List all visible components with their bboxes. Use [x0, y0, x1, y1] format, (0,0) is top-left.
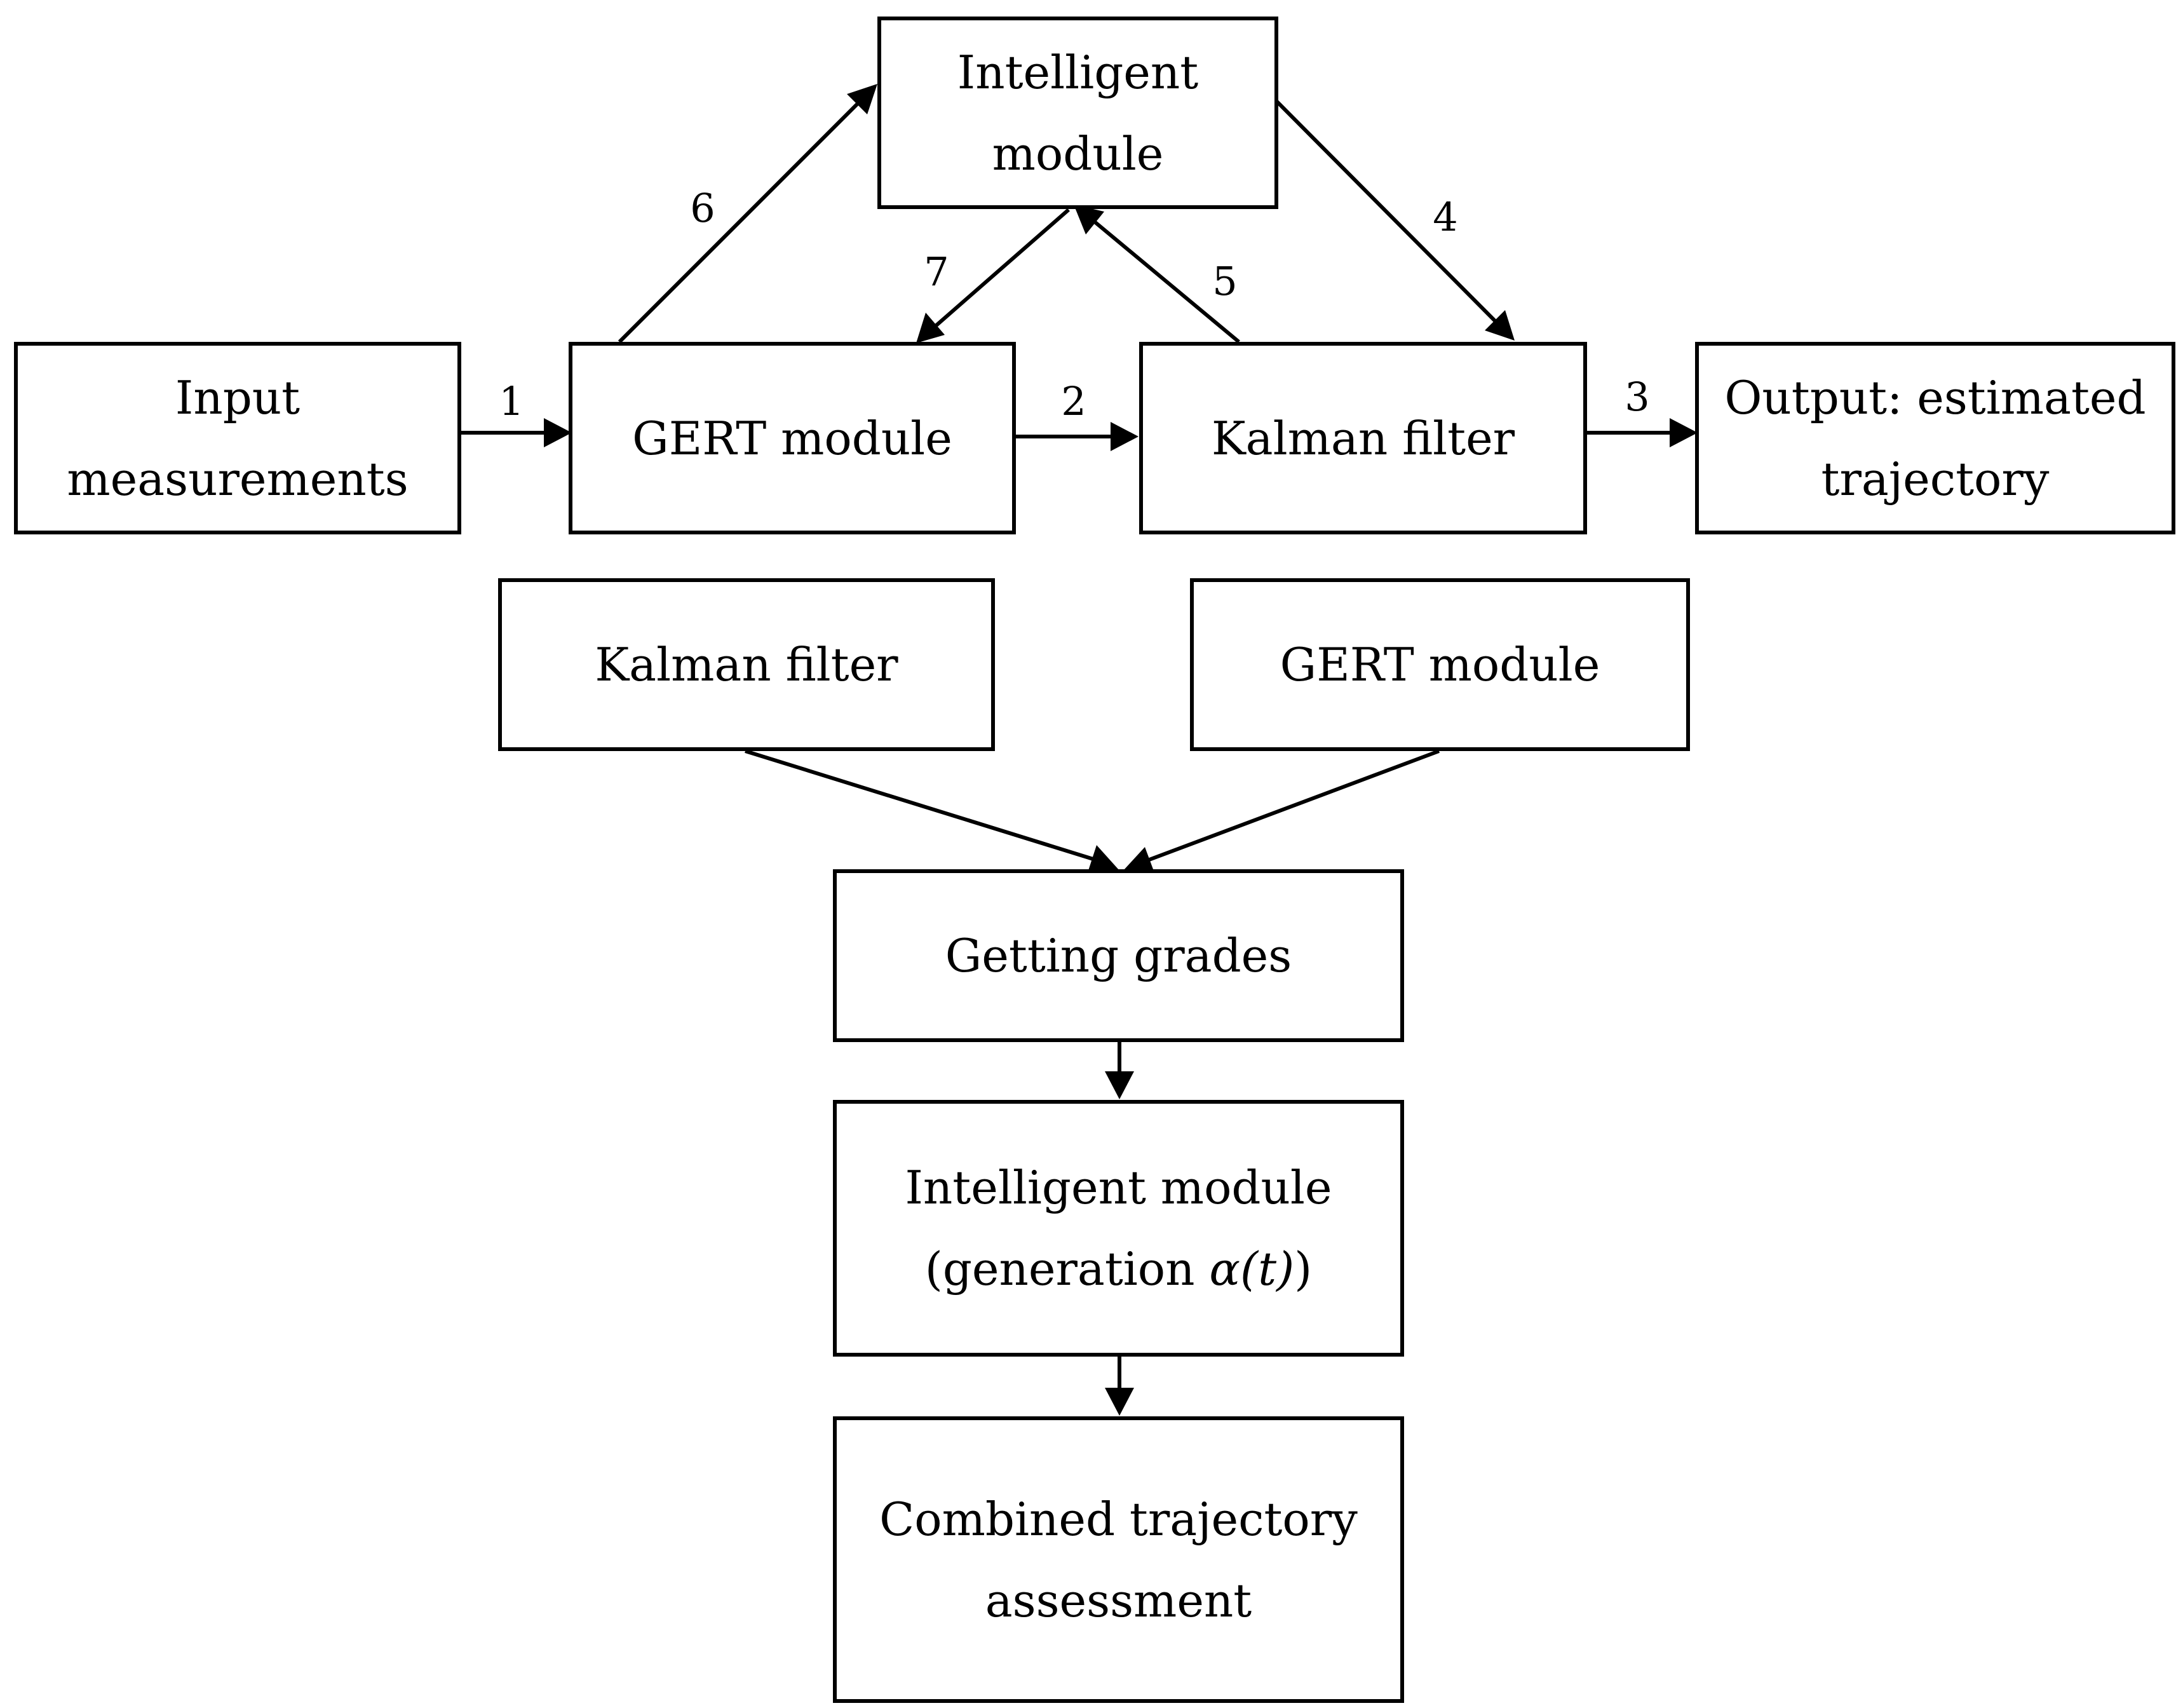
combined-assessment-label: Combined trajectory assessment	[879, 1492, 1358, 1627]
arrowhead-5	[1074, 205, 1104, 234]
alpha-function: α(t)	[1209, 1242, 1295, 1296]
gert-module-label: GERT module	[632, 411, 952, 465]
arrow-kalman-to-grades	[745, 749, 1106, 865]
arrowhead-1	[544, 418, 572, 447]
intelligent-module-line1: Intelligent module	[905, 1161, 1332, 1214]
input-measurements-label: Input measurements	[67, 370, 409, 506]
output-label: Output: estimated trajectory	[1724, 370, 2146, 506]
edge-number-1: 1	[499, 378, 524, 424]
intelligent-module-line2-suffix: )	[1294, 1242, 1313, 1296]
getting-grades-label: Getting grades	[945, 929, 1292, 982]
edge-number-3: 3	[1625, 374, 1650, 420]
arrow-5	[1086, 214, 1240, 344]
kalman-filter-label: Kalman filter	[1211, 411, 1515, 465]
edge-number-4: 4	[1433, 194, 1458, 240]
arrow-7	[926, 208, 1070, 335]
edge-number-6: 6	[690, 185, 715, 231]
intelligent-module-line2-prefix: (generation	[924, 1242, 1210, 1296]
arrowhead-2	[1111, 422, 1139, 451]
edge-number-7: 7	[924, 248, 949, 295]
arrowhead-intelligent-to-combined	[1105, 1388, 1134, 1416]
gert-module-box: GERT module	[569, 342, 1016, 534]
arrow-4	[1274, 98, 1508, 334]
intelligent-module-label: Intelligent module	[957, 45, 1199, 180]
combined-assessment-box: Combined trajectory assessment	[833, 1416, 1404, 1703]
arrowhead-4	[1485, 310, 1515, 341]
arrowhead-grades-to-intelligent	[1105, 1071, 1134, 1099]
gert-module-source-label: GERT module	[1280, 638, 1600, 691]
gert-module-source-box: GERT module	[1190, 578, 1690, 751]
arrow-6	[618, 92, 869, 344]
arrowhead-7	[916, 313, 945, 343]
input-measurements-box: Input measurements	[14, 342, 461, 534]
edge-number-2: 2	[1061, 378, 1086, 424]
arrowhead-6	[847, 84, 877, 114]
arrowhead-gert-to-grades	[1123, 847, 1155, 874]
arrow-gert-to-grades	[1136, 749, 1440, 866]
kalman-filter-source-box: Kalman filter	[498, 578, 995, 751]
intelligent-module-box: Intelligent module	[877, 17, 1278, 209]
kalman-filter-box: Kalman filter	[1139, 342, 1587, 534]
intelligent-module-generation-box: Intelligent module (generation α(t))	[833, 1100, 1404, 1357]
output-box: Output: estimated trajectory	[1695, 342, 2175, 534]
intelligent-module-generation-label: Intelligent module (generation α(t))	[905, 1147, 1332, 1310]
arrowhead-kalman-to-grades	[1088, 845, 1119, 872]
getting-grades-box: Getting grades	[833, 869, 1404, 1042]
edge-number-5: 5	[1212, 258, 1238, 304]
kalman-filter-source-label: Kalman filter	[595, 638, 898, 691]
arrowhead-3	[1670, 418, 1698, 447]
